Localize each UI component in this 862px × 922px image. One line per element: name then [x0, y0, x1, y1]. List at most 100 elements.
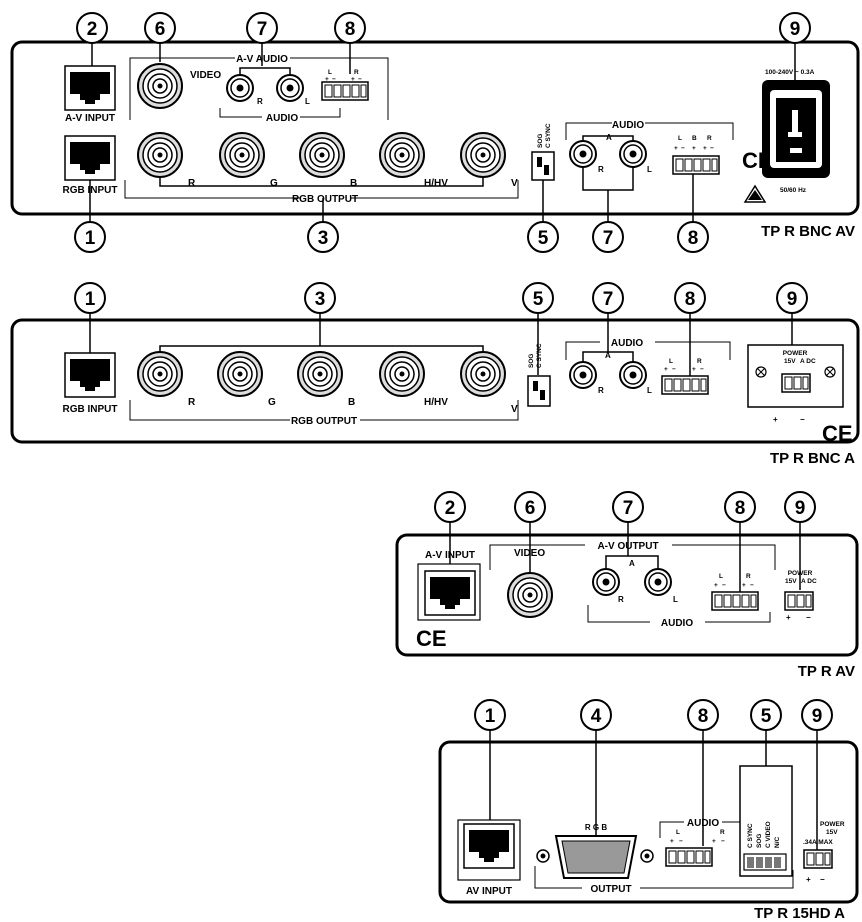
svg-text:SOG: SOG: [756, 834, 763, 848]
svg-text:R: R: [697, 358, 702, 365]
svg-text:1: 1: [85, 289, 96, 310]
video-bnc-connector: [507, 572, 553, 618]
iec-power-inlet: [762, 80, 830, 178]
av-input-rj45-port: [463, 823, 515, 869]
svg-text:R: R: [354, 69, 359, 76]
svg-text:100-240V ~ 0.3A: 100-240V ~ 0.3A: [765, 69, 815, 76]
svg-text:C SYNC: C SYNC: [536, 343, 543, 368]
callout-1: 1: [474, 699, 506, 731]
svg-text:L: L: [669, 358, 673, 365]
callout-5: 5: [522, 282, 554, 314]
callout-9: 9: [776, 282, 808, 314]
output-r-bnc: [137, 132, 183, 178]
dip-switch-block[interactable]: [739, 765, 793, 877]
svg-text:3: 3: [315, 289, 326, 310]
callout-9: 9: [801, 699, 833, 731]
svg-text:+: +: [670, 838, 674, 845]
svg-text:N/C: N/C: [774, 837, 781, 849]
sog-csync-switch[interactable]: [527, 375, 551, 407]
svg-text:.34A MAX: .34A MAX: [803, 839, 833, 846]
svg-text:L: L: [647, 165, 652, 174]
svg-text:AUDIO: AUDIO: [687, 818, 719, 829]
svg-text:7: 7: [603, 228, 614, 249]
svg-text:A DC: A DC: [801, 578, 817, 585]
callout-1: 1: [74, 221, 106, 253]
svg-text:−: −: [700, 366, 704, 373]
svg-text:9: 9: [812, 706, 823, 727]
svg-text:L: L: [647, 386, 652, 395]
model-name: TP R 15HD A: [754, 905, 845, 922]
callout-4: 4: [580, 699, 612, 731]
svg-text:1: 1: [85, 228, 96, 249]
audio-l-rca: [644, 568, 672, 596]
svg-text:5: 5: [533, 289, 544, 310]
power-connector: [747, 344, 844, 408]
av-input-rj45-port: [424, 570, 476, 616]
svg-text:8: 8: [685, 289, 696, 310]
svg-text:AUDIO: AUDIO: [612, 120, 644, 131]
output-v-bnc: [460, 132, 506, 178]
panel-body: [395, 533, 859, 657]
svg-text:+: +: [325, 76, 329, 83]
svg-text:R G B: R G B: [585, 823, 607, 832]
callout-7: 7: [246, 12, 278, 44]
output-b-bnc: [299, 132, 345, 178]
callout-5: 5: [527, 221, 559, 253]
svg-text:8: 8: [698, 706, 709, 727]
rgb-input-rj45-port: [64, 135, 116, 181]
svg-text:−: −: [800, 415, 805, 424]
svg-text:SOG: SOG: [528, 354, 535, 368]
svg-text:+: +: [692, 145, 696, 152]
rgb-input-rj45-port: [64, 352, 116, 398]
audio-label: AUDIO: [266, 113, 298, 124]
svg-text:−: −: [672, 366, 676, 373]
svg-text:R: R: [598, 386, 604, 395]
callout-9: 9: [779, 12, 811, 44]
av-audio-l-rca: [276, 74, 304, 102]
svg-text:AV INPUT: AV INPUT: [466, 886, 512, 897]
svg-text:−: −: [358, 76, 362, 83]
svg-text:POWER: POWER: [820, 821, 845, 828]
svg-text:R: R: [707, 135, 712, 142]
model-name: TP R BNC AV: [761, 223, 855, 240]
svg-text:RGB OUTPUT: RGB OUTPUT: [291, 416, 357, 427]
panel-tp-r-15hd-a: 1 4 8 5 9 AV INPUT R G B OUTPUT AUDIO L …: [438, 699, 859, 922]
rgb-hd15-connector: [536, 835, 654, 879]
svg-text:L: L: [305, 97, 310, 106]
callout-1: 1: [74, 282, 106, 314]
callout-7: 7: [592, 221, 624, 253]
ce-mark: CE: [416, 626, 447, 651]
video-bnc-connector: [137, 63, 183, 109]
svg-text:8: 8: [735, 498, 746, 519]
output-v-bnc: [460, 351, 506, 397]
av-input-label: A-V INPUT: [65, 113, 115, 124]
panel-tp-r-bnc-av: 2 6 7 8 9 A-V INPUT RGB INPUT A-V AUDIO …: [10, 12, 860, 253]
av-audio-terminal-block: [321, 81, 369, 101]
callout-7: 7: [612, 491, 644, 523]
audio-terminal-block: [661, 375, 709, 395]
svg-text:−: −: [679, 838, 683, 845]
svg-text:R: R: [746, 573, 751, 580]
svg-text:R: R: [257, 97, 263, 106]
svg-text:−: −: [681, 145, 685, 152]
av-audio-label: A-V AUDIO: [236, 54, 288, 65]
svg-text:−: −: [710, 145, 714, 152]
svg-text:R: R: [188, 178, 196, 189]
callout-2: 2: [434, 491, 466, 523]
svg-text:15V: 15V: [826, 829, 838, 836]
svg-text:9: 9: [790, 19, 801, 40]
svg-text:1: 1: [485, 706, 496, 727]
callout-8: 8: [687, 699, 719, 731]
callout-8: 8: [724, 491, 756, 523]
svg-text:G: G: [268, 397, 276, 408]
svg-text:R: R: [618, 595, 624, 604]
output-hhv-bnc: [379, 351, 425, 397]
model-name: TP R BNC A: [770, 450, 855, 467]
panel-body: [10, 40, 860, 216]
svg-text:−: −: [721, 838, 725, 845]
sog-csync-switch[interactable]: [531, 151, 555, 181]
svg-text:4: 4: [591, 706, 602, 727]
av-audio-r-rca: [226, 74, 254, 102]
svg-text:7: 7: [603, 289, 614, 310]
